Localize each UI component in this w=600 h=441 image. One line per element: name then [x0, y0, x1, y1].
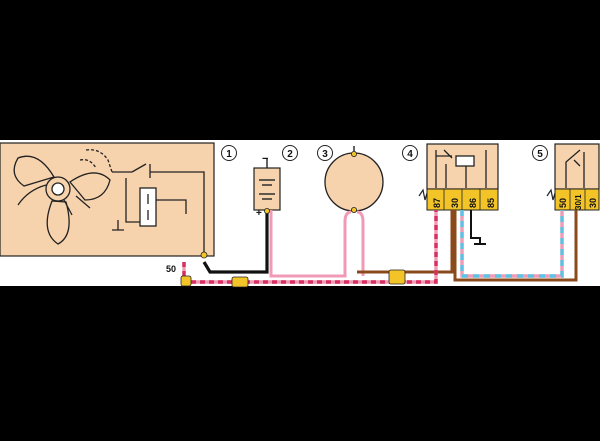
wire-brown-relay5 [453, 210, 578, 282]
connector-icon [180, 269, 406, 288]
wire-black [202, 210, 269, 274]
relay-coil-icon [435, 149, 487, 188]
terminal-50-label: 50 [166, 264, 176, 274]
ground-icon [418, 188, 428, 201]
component-number-3: 3 [322, 149, 328, 160]
relay4-pin-87: 87 [432, 198, 442, 208]
ground-icon [546, 188, 556, 201]
wire-ground-86 [470, 210, 481, 244]
wire-pink-motor [356, 210, 365, 276]
component-number-1: 1 [226, 149, 232, 160]
switch-component: 50 30/1 30 [546, 143, 600, 211]
battery-terminal-point [263, 207, 270, 214]
relay5-pin-30-1: 30/1 [574, 194, 583, 210]
switch-icon [565, 149, 585, 188]
battery-plus-label: + [256, 208, 262, 219]
component-number-4: 4 [407, 149, 413, 160]
relay-component: 87 30 86 85 [418, 143, 499, 211]
battery-component: − + [253, 153, 281, 219]
wire-blue-stripe [460, 210, 564, 278]
component-number-2: 2 [287, 149, 293, 160]
starter-component [0, 142, 215, 257]
relay5-pin-30: 30 [588, 198, 598, 208]
wire-red-main [182, 210, 438, 284]
relay4-pin-86: 86 [468, 198, 478, 208]
battery-icon [253, 167, 281, 211]
fan-icon [13, 149, 113, 245]
relay4-pin-85: 85 [486, 198, 496, 208]
relay5-pin-50: 50 [558, 198, 568, 208]
numbered-circle-icon [221, 145, 548, 161]
wire-pink [269, 210, 352, 278]
starter-contacts [112, 163, 205, 254]
battery-minus-label: − [262, 153, 268, 165]
relay4-pin-30: 30 [450, 198, 460, 208]
terminal-50-point [200, 251, 208, 259]
component-number-5: 5 [537, 149, 543, 160]
motor-component [324, 146, 384, 213]
relay5-body [554, 143, 600, 190]
motor-icon [324, 152, 384, 212]
